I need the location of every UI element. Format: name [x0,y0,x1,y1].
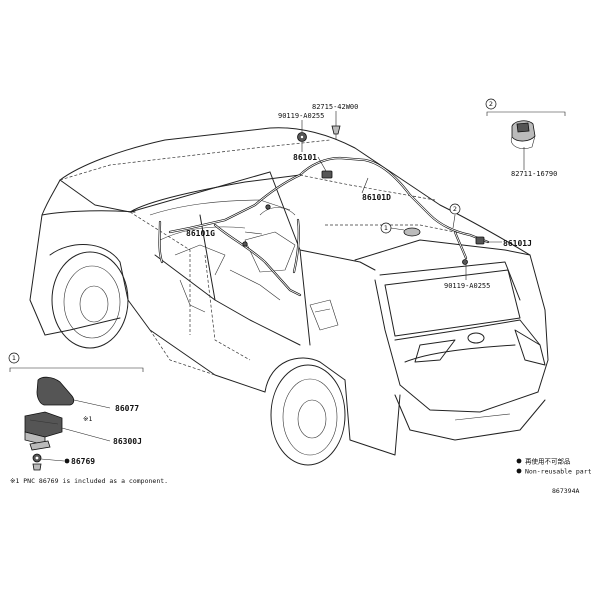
label-90119-a0255-top: 90119-A0255 [278,112,324,120]
nut-86769-icon [32,453,42,471]
label-86101j: 86101J [503,239,532,248]
leader-lines [244,111,502,280]
connector-86101 [321,170,333,179]
diagram-id: 867394A [552,487,579,495]
svg-text:2: 2 [453,205,457,213]
label-86077: 86077 [115,404,139,413]
label-86769: 86769 [71,457,95,466]
antenna-cover-86077-icon [36,376,75,406]
clip-a [265,204,271,210]
ref-mark-1: ※1 [83,415,92,423]
callout-2-top: 2 [489,100,493,108]
label-86101g: 86101G [186,229,215,238]
non-reusable-dot [64,458,70,464]
svg-text:1: 1 [384,224,388,232]
connector-rear [475,236,485,245]
callout-1-box: 1 [12,354,16,362]
detail-1-box: 1 86077 ※1 86300J 86769 [8,352,144,471]
clip-b [242,241,248,247]
label-86101: 86101 [293,153,317,162]
antenna-cord-harness [158,156,490,297]
label-86300j: 86300J [113,437,142,446]
detail-2-box: 2 82711-16790 [485,98,566,178]
legend-item-japanese: 再使用不可部品 [525,457,571,466]
legend-dot-1 [516,458,522,464]
vehicle-outline [29,127,549,466]
clamp-82711-icon [510,120,536,149]
clip-82715-icon [331,125,341,135]
label-86101d: 86101D [362,193,391,202]
footnote: ※1 PNC 86769 is included as a component. [10,477,168,485]
label-82715-42w00: 82715-42W00 [312,103,358,111]
legend-dot-2 [516,468,522,474]
top-fasteners [297,125,341,142]
label-90119-a0255-rear: 90119-A0255 [444,282,490,290]
legend-item-english: Non-reusable part [525,468,592,476]
clip-c [462,259,468,265]
callout-2-wire: 2 [449,203,461,215]
callout-1-wire: 1 [380,222,392,234]
legend: 再使用不可部品 Non-reusable part [516,457,592,476]
label-82711-16790: 82711-16790 [511,170,557,178]
clamp-roof [403,227,421,237]
